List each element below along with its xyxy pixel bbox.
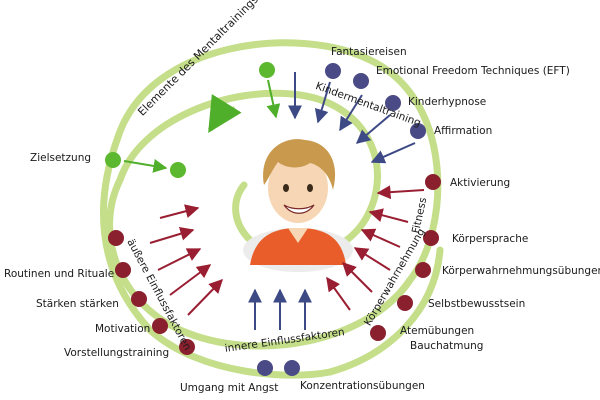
arrow-blue-3 (339, 94, 363, 132)
dot-konzentrationsuebungen (284, 360, 300, 376)
dot-vorstellungstraining (179, 339, 195, 355)
dot-selbstbewusstsein (397, 295, 413, 311)
dot-umgang-mit-angst (257, 360, 273, 376)
child-portrait (243, 139, 353, 272)
label-routinen-und-rituale: Routinen und Rituale (4, 268, 115, 280)
spiral-path (106, 39, 442, 350)
label-atemuebungen: Atemübungen (400, 325, 475, 337)
dot-routinen (115, 262, 131, 278)
arrow-red-6 (326, 276, 351, 311)
arrow-red-10 (169, 264, 212, 296)
spiral-outer-tail (99, 133, 334, 379)
label-selbstbewusstsein: Selbstbewusstsein (428, 298, 526, 310)
dot-fantasiereisen (325, 63, 341, 79)
arrow-red-4 (353, 247, 391, 271)
label-staerken-staerken: Stärken stärken (36, 298, 119, 310)
arrow-top-green (266, 79, 281, 119)
label-aktivierung: Aktivierung (450, 177, 511, 189)
dot-motivation (152, 318, 168, 334)
arrow-blue-5 (370, 142, 416, 164)
dot-koerperwahrnehmungsuebungen (415, 262, 431, 278)
label-motivation: Motivation (95, 323, 151, 335)
label-kinderhypnose: Kinderhypnose (408, 96, 487, 108)
label-umgang-mit-angst: Umgang mit Angst (180, 382, 279, 394)
arrow-red-11 (187, 278, 223, 316)
dot-left-upper-red (108, 230, 124, 246)
arrow-zielsetzung (123, 159, 168, 173)
arrow-red-9 (157, 248, 202, 271)
arrow-red-8 (149, 226, 195, 244)
dot-affirmation (410, 123, 426, 139)
dot-inner-green (170, 162, 186, 178)
label-affirmation: Affirmation (434, 125, 493, 137)
label-koerpersprache: Körpersprache (452, 233, 529, 245)
arrow-blue-2 (314, 81, 331, 124)
dot-koerpersprache (423, 230, 439, 246)
label-fantasiereisen: Fantasiereisen (331, 46, 407, 58)
dot-top-green (259, 62, 275, 78)
arrow-red-5 (342, 262, 373, 293)
label-konzentrationsuebungen: Konzentrationsübungen (300, 380, 425, 392)
arrow-red-3 (360, 228, 401, 248)
dot-kinderhypnose (385, 95, 401, 111)
dot-eft (353, 73, 369, 89)
arrow-red-2 (368, 208, 409, 223)
label-zielsetzung: Zielsetzung (30, 152, 92, 164)
label-koerperwahrnehmungsuebungen: Körperwahrnehmungsübungen (442, 265, 600, 277)
dot-staerken-staerken (131, 291, 147, 307)
arrow-blue-4 (355, 114, 391, 144)
spiral-outer-right (326, 246, 444, 376)
arrow-red-7 (159, 204, 200, 219)
label-bauchatmung: Bauchatmung (410, 340, 484, 352)
dot-atemuebungen (370, 325, 386, 341)
dot-zielsetzung (105, 152, 121, 168)
spiral-direction-arrow (207, 94, 242, 133)
label-eft: Emotional Freedom Techniques (EFT) (376, 65, 570, 77)
dot-aktivierung (425, 174, 441, 190)
label-vorstellungstraining: Vorstellungstraining (64, 347, 170, 359)
arrow-red-1 (376, 185, 425, 200)
